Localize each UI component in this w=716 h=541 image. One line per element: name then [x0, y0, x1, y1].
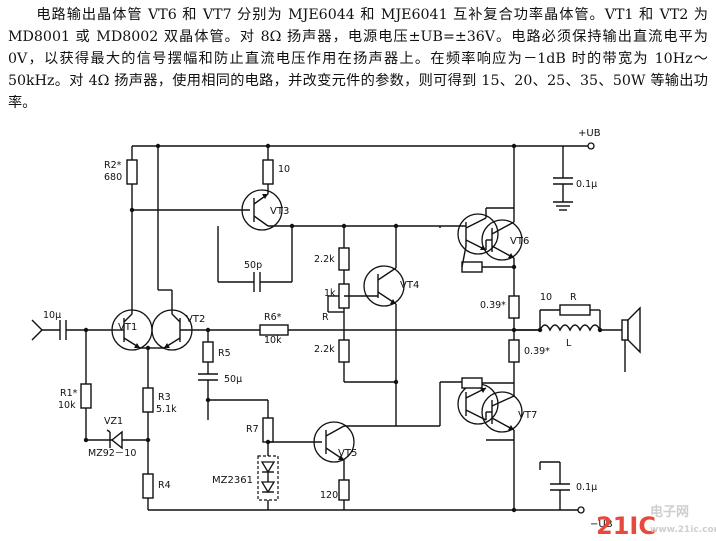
resistor-emitter-top [508, 295, 520, 319]
transistor-vt4 [344, 265, 405, 307]
input-terminal [31, 319, 60, 341]
resistor-r6 [259, 324, 289, 336]
resistor-vt7-be [461, 377, 483, 389]
vz1-type: MZ92－10 [88, 448, 136, 459]
transistor-vt3 [241, 189, 283, 231]
negative-supply-rail [148, 506, 585, 514]
r3-label: R3 [158, 392, 171, 403]
out-l-label: L [566, 338, 572, 349]
resistor-120 [338, 479, 350, 501]
watermark-url: www.21ic.com [650, 525, 716, 535]
r6-label: R6* [264, 312, 282, 323]
out-r10-label: 10 [540, 292, 552, 303]
resistor-2-2k-bot [338, 339, 350, 363]
vt2-label: VT2 [186, 314, 205, 325]
re-top-label: 0.39* [480, 300, 506, 311]
zener-vz1 [106, 429, 123, 450]
led-mz2361 [260, 461, 276, 494]
watermark: 21IC 电子网 www.21ic.com [596, 504, 716, 540]
resistor-r1 [80, 383, 92, 409]
pot-r-label: R [322, 312, 329, 323]
transistor-vt6 [457, 213, 523, 261]
supply-pos-label: +UB [578, 128, 601, 139]
r-22k-top-label: 2.2k [314, 254, 335, 265]
led-mz2361-box [257, 455, 279, 501]
output-inductor [539, 324, 601, 332]
c-bypass-top-label: 0.1μ [576, 179, 597, 190]
pot-1k-label: 1k [324, 288, 336, 299]
circuit-description: 电路输出晶体管 VT6 和 VT7 分别为 MJE6044 和 MJE6041 … [8, 4, 708, 114]
vt1-label: VT1 [118, 322, 137, 333]
vz1-label: VZ1 [104, 416, 123, 427]
bypass-capacitor-top [553, 146, 573, 211]
r5-label: R5 [218, 348, 231, 359]
supply-neg-label: −UB [590, 519, 613, 530]
resistor-10-top [262, 159, 274, 185]
positive-supply-terminal [587, 142, 595, 150]
r4-label: R4 [158, 480, 171, 491]
resistor-r5 [202, 341, 214, 363]
r2-label: R2* [104, 160, 122, 171]
transistor-vt7 [457, 383, 523, 433]
vt3-label: VT3 [270, 206, 289, 217]
bypass-capacitor-bottom [539, 461, 570, 510]
resistor-r4 [142, 473, 154, 499]
c-50p-label: 50p [244, 260, 262, 271]
resistor-output-r [559, 304, 591, 316]
r1-value: 10k [58, 400, 76, 411]
positive-supply-rail [158, 142, 595, 150]
watermark-brand: 21IC [596, 512, 656, 540]
input-capacitor [59, 320, 112, 340]
description-text: 电路输出晶体管 VT6 和 VT7 分别为 MJE6044 和 MJE6041 … [8, 7, 708, 111]
vt7-label: VT7 [518, 410, 537, 421]
resistor-r2 [126, 159, 138, 185]
vt5-label: VT5 [338, 448, 357, 459]
r7-label: R7 [246, 424, 259, 435]
mz2361-label: MZ2361 [212, 475, 253, 486]
c-bypass-bottom-label: 0.1μ [576, 482, 597, 493]
resistor-emitter-bottom [508, 339, 520, 363]
out-r-label: R [570, 292, 577, 303]
vt4-label: VT4 [400, 280, 419, 291]
r6-value: 10k [264, 335, 282, 346]
re-bot-label: 0.39* [524, 346, 550, 357]
r1-label: R1* [60, 388, 78, 399]
r2-value: 680 [104, 172, 122, 183]
negative-supply-terminal [577, 506, 585, 514]
r-10-top-label: 10 [278, 164, 290, 175]
r-22k-bot-label: 2.2k [314, 344, 335, 355]
resistor-2-2k-top [338, 247, 350, 271]
resistor-r7 [262, 417, 274, 443]
c-50u-label: 50μ [224, 374, 242, 385]
watermark-cn: 电子网 [650, 504, 689, 520]
r3-value: 5.1k [156, 404, 177, 415]
transistor-vt5 [313, 421, 355, 463]
vt6-label: VT6 [510, 236, 529, 247]
resistor-r3 [142, 387, 154, 413]
r-120-label: 120 [320, 490, 338, 501]
c-in-label: 10μ [43, 310, 61, 321]
resistor-vt6-be [461, 261, 483, 273]
